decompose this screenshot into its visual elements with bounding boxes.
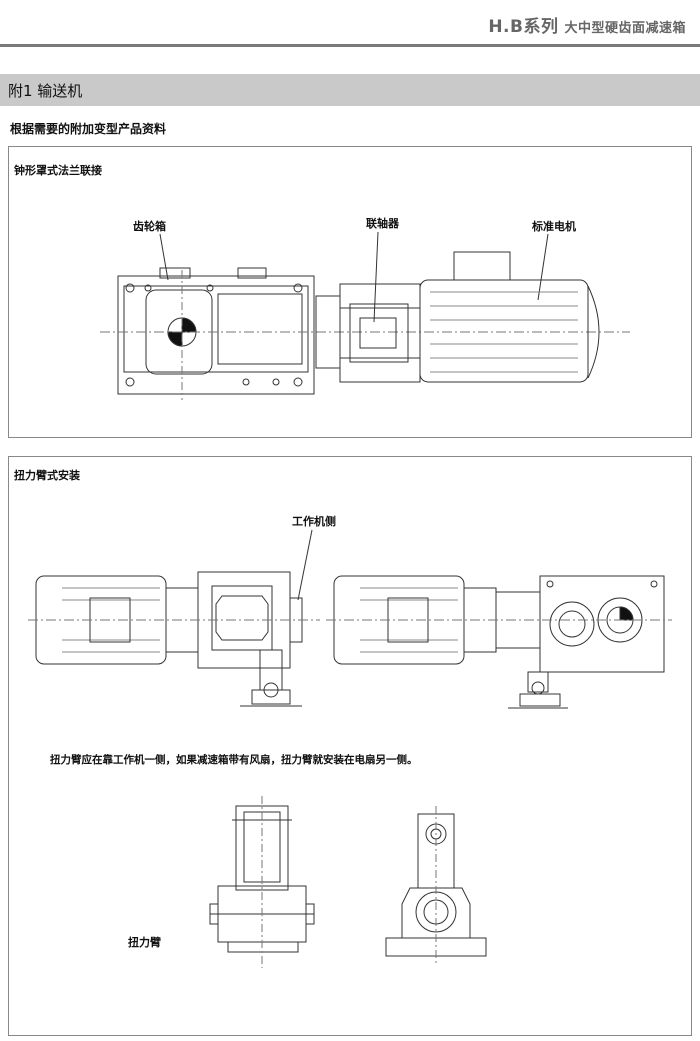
section-bar <box>0 74 700 106</box>
header-series: H.B系列 <box>488 17 559 37</box>
header-subtitle: 大中型硬齿面减速箱 <box>564 21 686 36</box>
label-coupling: 联轴器 <box>366 217 399 230</box>
label-gearbox: 齿轮箱 <box>133 220 166 233</box>
label-torque-arm: 扭力臂 <box>128 936 161 949</box>
label-machine-side: 工作机侧 <box>292 515 336 528</box>
intro-text: 根据需要的附加变型产品资料 <box>10 122 167 136</box>
torque-arm-note: 扭力臂应在靠工作机一侧，如果减速箱带有风扇，扭力臂就安装在电扇另一侧。 <box>50 754 418 766</box>
header-rule <box>0 44 700 47</box>
label-motor: 标准电机 <box>532 220 576 233</box>
panel1-title: 钟形罩式法兰联接 <box>14 164 102 177</box>
section-title: 附1 输送机 <box>8 82 83 100</box>
panel-torque-arm <box>8 456 692 1036</box>
panel2-title: 扭力臂式安装 <box>14 469 80 482</box>
header-title: H.B系列大中型硬齿面减速箱 <box>488 12 686 37</box>
